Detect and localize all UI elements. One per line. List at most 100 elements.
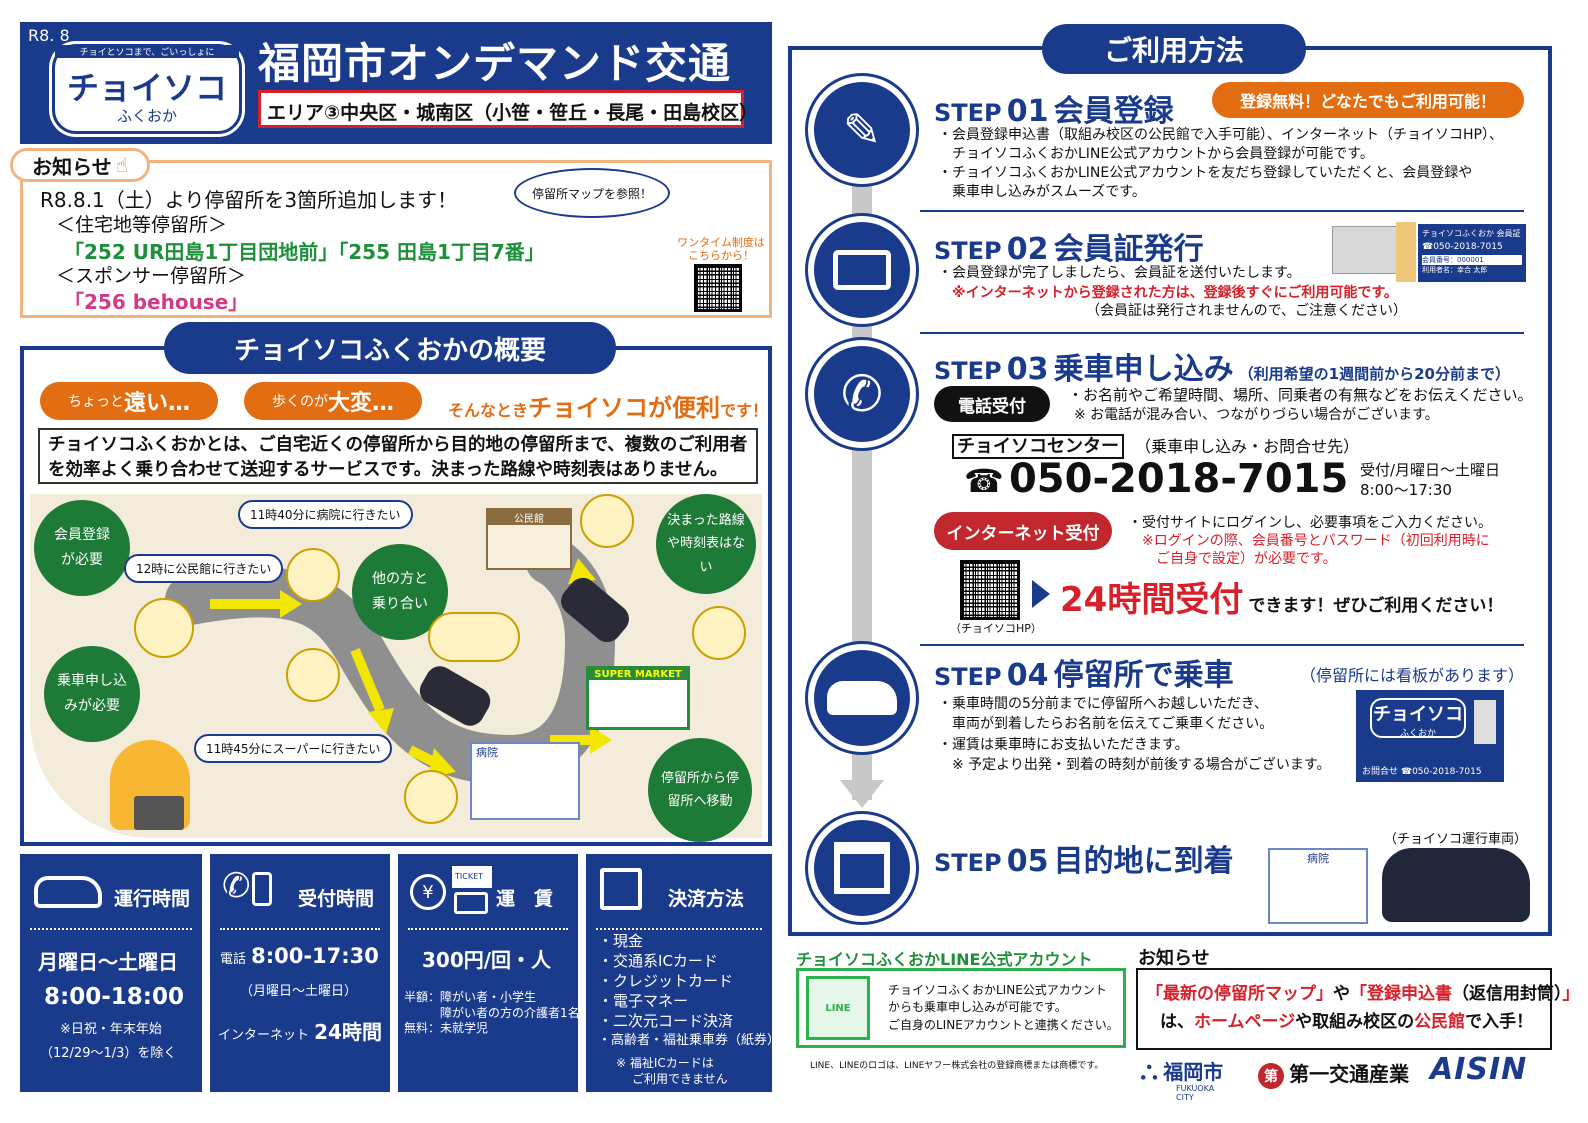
notice-cat1: ＜住宅地等停留所＞ [56, 214, 228, 236]
fare-title: 運 賃 [496, 888, 554, 910]
ticket-label: TICKET [455, 872, 484, 881]
member-card-name: 利用者名：幸合 太郎 [1422, 266, 1488, 274]
slogan-pre: そんなとき [448, 401, 529, 420]
notice-stops2: 「256 behouse」 [64, 290, 249, 314]
person-icon [286, 548, 340, 602]
reception-net-hours: 24時間 [314, 1020, 382, 1044]
bubble-market: 11時45分にスーパーに行きたい [194, 734, 393, 763]
onetime-label: ワンタイム制度はこちらから！ [677, 236, 765, 263]
usage-title-text: ご利用方法 [1103, 34, 1244, 67]
hospital: 病院 [470, 742, 580, 820]
hours-note1: ※日祝・年末年始 [60, 1022, 162, 1037]
circle-apply-text: 乗車申し込みが必要 [57, 672, 127, 714]
notice-cat2: ＜スポンサー停留所＞ [56, 265, 247, 287]
member-card-phone: ☎050-2018-7015 [1422, 242, 1503, 252]
tag-far-small: ちょっと [67, 394, 124, 410]
step3-icon: ✆ [808, 340, 916, 448]
step1-icon: ✎ [808, 76, 916, 184]
payment-title: 決済方法 [668, 888, 745, 910]
payment-item: ・高齢者・福祉乗車券（紙券） [598, 1032, 781, 1048]
circle-member-text: 会員登録が必要 [54, 526, 110, 568]
bubble-hall: 12時に公民館に行きたい [124, 554, 284, 583]
hospital-label: 病院 [476, 746, 498, 759]
phone-pc-icon: ✆ [841, 365, 883, 423]
line-qr[interactable]: LINE [806, 976, 870, 1040]
page-title: 福岡市オンデマンド交通 [258, 39, 732, 88]
tag-walk-small: 歩くのが [271, 394, 328, 410]
overview-title-text: チョイソコふくおかの概要 [233, 335, 546, 366]
stop-sign-phone: お問合せ ☎050-2018-7015 [1362, 767, 1482, 777]
hours-time: 8:00-18:00 [44, 984, 184, 1010]
building-icon [834, 842, 890, 894]
reception-panel [210, 854, 390, 1092]
step3-net-text: ・受付サイトにログインし、必要事項をご入力ください。 ※ログインの際、会員番号と… [1128, 515, 1492, 568]
big24-text: 24時間受付 [1060, 580, 1244, 620]
aisin-logo: AISIN [1430, 1052, 1528, 1087]
step3-note: （利用希望の1週間前から20分前まで） [1238, 365, 1510, 383]
step1-badge-text: 登録無料！どなたでもご利用可能！ [1240, 92, 1496, 111]
step3-heading: STEP 03 乗車申し込み （利用希望の1週間前から20分前まで） [934, 352, 1510, 387]
center-name: チョイソコセンター [952, 434, 1124, 459]
notice-stops1: 「252 UR田島1丁目団地前」「255 田島1丁目7番」 [64, 240, 545, 264]
payment-item: ・電子マネー [598, 991, 689, 1010]
circle-share-text: 他の方と乗り合い [372, 570, 428, 612]
step1-badge: 登録無料！どなたでもご利用可能！ [1212, 82, 1524, 118]
phone-number: ☎ 050-2018-7015 [964, 456, 1348, 502]
choisoko-hp-qr[interactable] [960, 560, 1020, 620]
phone-tag: 電話受付 [934, 386, 1050, 422]
envelope-stamp [1396, 222, 1416, 282]
community-hall-label: 公民館 [488, 510, 570, 525]
group-people-icon [428, 612, 520, 662]
phone-number-text[interactable]: 050-2018-7015 [1008, 456, 1349, 502]
fukuoka-name: 福岡市 [1163, 1060, 1224, 1084]
logo-tagline: チョイとソコまで、ごいっしょに [55, 45, 239, 58]
circle-stop-text: 停留所から停留所へ移動 [660, 770, 739, 809]
phone-hours: 受付/月曜日～土曜日 8:00～17:30 [1360, 461, 1501, 500]
step2-title: 会員証発行 [1053, 232, 1204, 267]
divider [920, 644, 1524, 646]
vehicle-illustration [1382, 848, 1530, 922]
circle-member: 会員登録が必要 [34, 500, 130, 596]
big24-post: できます！ぜひご利用ください！ [1248, 596, 1504, 616]
map-bubble: 停留所マップを参照！ [514, 168, 670, 218]
person-icon [580, 494, 634, 548]
member-card: チョイソコふくおか 会員証 ☎050-2018-7015 会員番号：000001… [1418, 224, 1526, 282]
slogan-big: チョイソコが便利 [528, 394, 721, 422]
supermarket-label: SUPER MARKET [589, 669, 687, 680]
payment-note: ※ 福祉ICカードは ご利用できません [616, 1056, 728, 1087]
hours-days: 月曜日～土曜日 [38, 950, 178, 974]
hours-title: 運行時間 [114, 888, 191, 910]
fare-half-2: 障がい者の方の介護者1名 [440, 1005, 580, 1020]
big24: 24時間受付 できます！ぜひご利用ください！ [1060, 572, 1503, 621]
reception-phone: 電話 8:00-17:30 [220, 944, 379, 968]
step5-title: 目的地に到着 [1053, 844, 1234, 879]
reception-net: インターネット 24時間 [218, 1016, 382, 1045]
person-icon [134, 598, 194, 658]
form-icon: ✎ [842, 103, 882, 157]
step2-icon [808, 216, 916, 324]
card-icon [833, 250, 891, 290]
reception-divider [220, 928, 380, 930]
vehicle-label: （チョイソコ運行車両） [1384, 832, 1528, 847]
circle-stop: 停留所から停留所へ移動 [648, 738, 752, 842]
qr-label: （チョイソコHP） [950, 622, 1042, 635]
step4-icon [808, 644, 916, 752]
step4-number: 04 [1006, 658, 1049, 693]
fare-divider [408, 928, 568, 930]
hospital-illustration: 病院 [1268, 848, 1368, 924]
daiichi-mark: 第 [1258, 1063, 1284, 1089]
usage-panel [788, 46, 1552, 936]
step5-number: 05 [1006, 844, 1049, 879]
smartphone-icon [252, 872, 272, 906]
fukuoka-en: FUKUOKA CITY [1176, 1084, 1215, 1102]
logo: チョイとソコまで、ごいっしょに チョイソコ ふくおか [52, 44, 242, 134]
line-box [796, 968, 1126, 1048]
overview-desc: チョイソコふくおかとは、ご自宅近くの停留所から目的地の停留所まで、複数のご利用者… [38, 428, 758, 484]
onetime-qr[interactable] [694, 264, 742, 312]
step4-text: ・乗車時間の5分前までに停留所へお越しいただき、 車両が到着したらお名前を伝えて… [938, 696, 1331, 773]
line-title: チョイソコふくおかLINE公式アカウント [796, 950, 1093, 969]
divider [920, 210, 1524, 212]
bottom-notice-box: 「最新の停留所マップ」や「登録申込書（返信用封筒）」 は、ホームページや取組み校… [1136, 968, 1580, 1050]
step1-label: STEP [934, 99, 1002, 127]
fare-half: 半額：障がい者・小学生 障がい者の方の介護者1名 無料：未就学児 [404, 990, 580, 1037]
